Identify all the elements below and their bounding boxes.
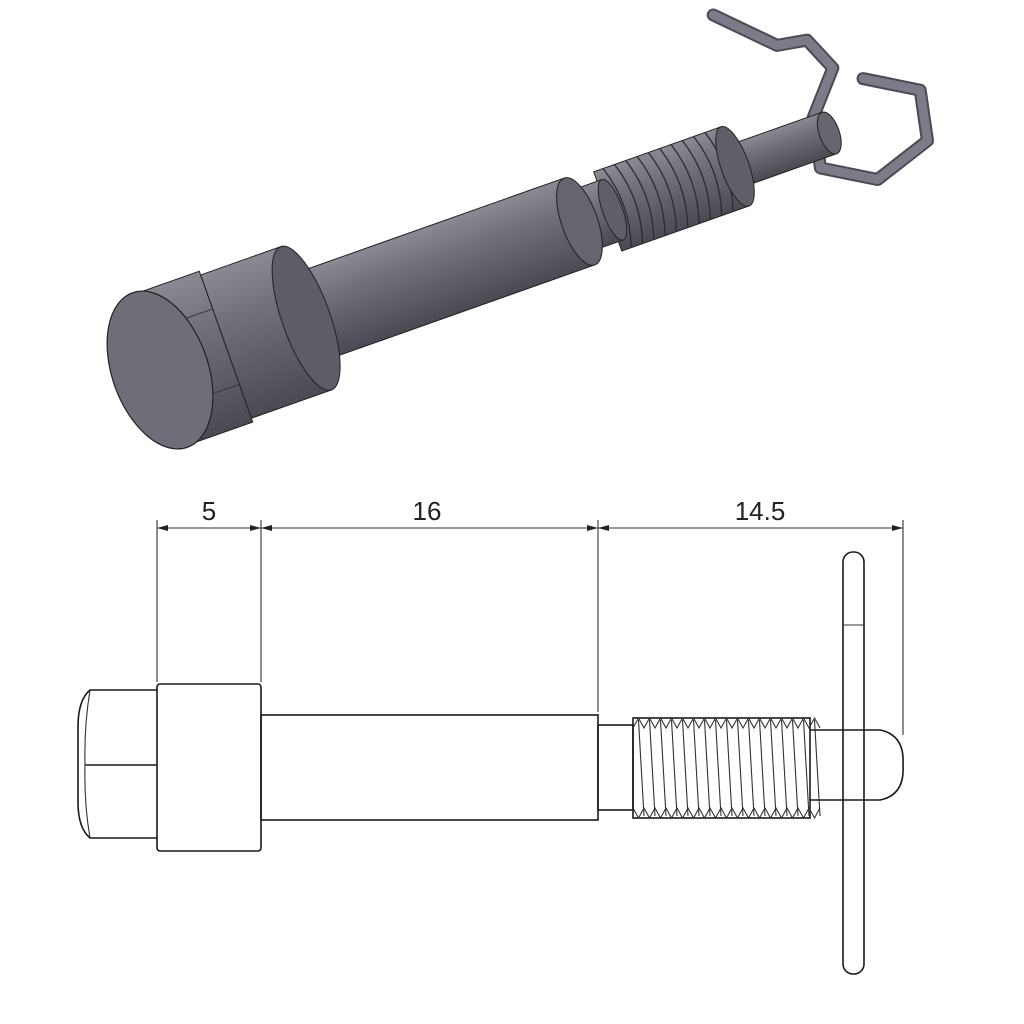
neck-outline: [597, 724, 634, 811]
thread-section: [593, 126, 755, 252]
thread-line: [681, 719, 689, 817]
isometric-render: [106, 8, 934, 450]
thread-profile: [632, 806, 821, 820]
hex-head-outline: [77, 689, 157, 839]
thread-line: [747, 719, 755, 817]
thread-ridge: [670, 144, 700, 224]
thread-line: [802, 719, 810, 817]
thread-line: [813, 719, 821, 817]
thread-ridge: [681, 140, 712, 220]
thread-line: [725, 719, 733, 817]
thread-line: [780, 719, 788, 817]
tip-outline: [810, 729, 904, 801]
thread-line: [758, 719, 766, 817]
thread-line: [692, 719, 700, 817]
dimension-label-collar: 5: [202, 496, 216, 526]
thread-line: [736, 719, 744, 817]
thread-ridge: [647, 152, 678, 232]
thread-line: [769, 719, 777, 817]
thread-line: [703, 719, 711, 817]
dimension-lines: [156, 520, 904, 735]
head-face: [106, 290, 214, 450]
thread-ridge: [659, 148, 689, 228]
dimension-label-shaft: 16: [413, 496, 442, 526]
thread-profile: [632, 716, 821, 730]
thread-ridge: [636, 156, 666, 236]
pin-outline: [842, 551, 865, 975]
dimension-arrows: [157, 525, 903, 531]
thread-ridge: [625, 160, 655, 240]
thread-ridge: [613, 164, 644, 244]
shaft-outline: [260, 714, 599, 821]
orthographic-view: 5 16 14.5: [77, 496, 904, 975]
thread-outline: [632, 716, 821, 820]
hex-head: [106, 270, 254, 450]
thread-line: [648, 719, 656, 817]
collar-outline: [156, 683, 262, 852]
thread-ridge: [693, 136, 723, 216]
thread-line: [714, 719, 722, 817]
thread-line: [659, 719, 667, 817]
thread-line: [670, 719, 678, 817]
thread-line: [637, 719, 645, 817]
thread-ridge: [602, 168, 632, 248]
dimension-label-thread: 14.5: [735, 496, 786, 526]
thread-line: [791, 719, 799, 817]
